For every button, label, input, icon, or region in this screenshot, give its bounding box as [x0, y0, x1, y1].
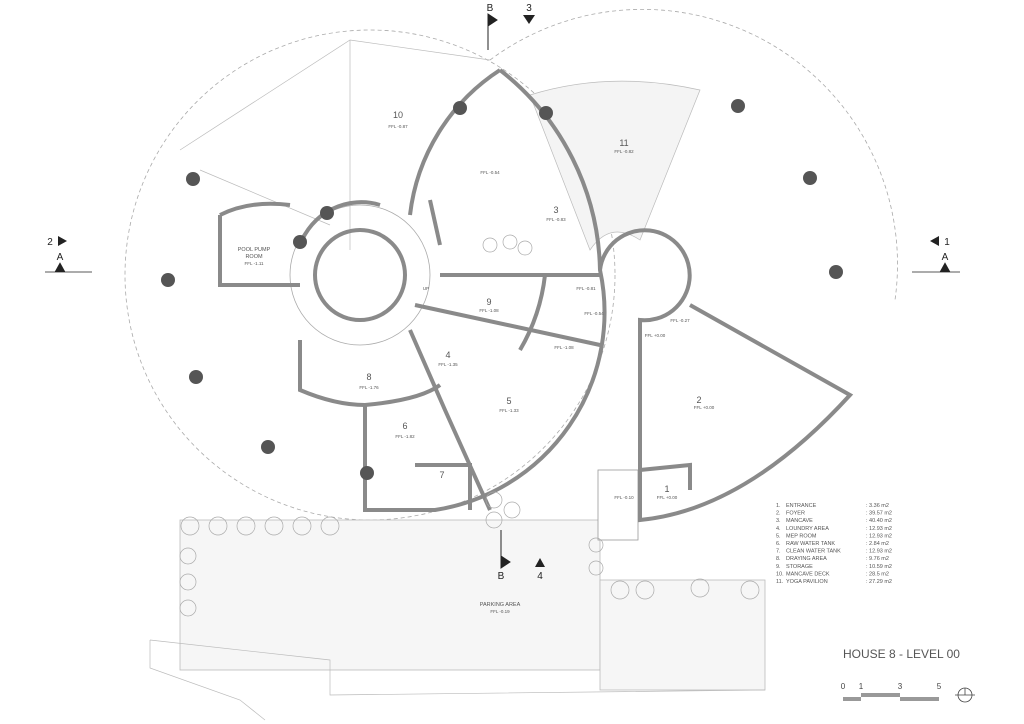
legend-room-name: MEP ROOM	[786, 533, 817, 539]
section-a-right: A	[942, 252, 949, 263]
pool-pump-label: ROOM	[245, 254, 263, 260]
section-b-bottom: B	[498, 571, 505, 582]
site-outlines	[124, 9, 898, 521]
columns	[161, 99, 843, 480]
legend-number: 5.	[776, 533, 781, 539]
room-number: 7	[439, 470, 444, 480]
legend-room-name: FOYER	[786, 511, 805, 517]
room-number: 5	[506, 396, 511, 406]
stair-ffl: FFL +0.00	[645, 333, 666, 338]
legend-area: : 9.76 m2	[866, 556, 889, 562]
legend-area: : 40.40 m2	[866, 518, 892, 524]
room-ffl: FFL -0.82	[614, 149, 634, 154]
room-ffl: FFL -1.35	[438, 362, 458, 367]
room-ffl: FFL -1.08	[479, 308, 499, 313]
room-labels: 10 FFL -0.87 11 FFL -0.82 FFL -0.54 3 FF…	[238, 110, 715, 614]
room-number: 6	[402, 421, 407, 431]
section-4-bottom: 4	[537, 571, 543, 582]
room-ffl: FFL -0.10	[614, 495, 634, 500]
legend-number: 10.	[776, 571, 784, 577]
stair-ffl: FFL -0.81	[576, 286, 596, 291]
legend-area: : 12.93 m2	[866, 549, 892, 555]
legend-number: 9.	[776, 564, 781, 570]
legend-area: : 12.93 m2	[866, 533, 892, 539]
legend-room-name: DRAYING AREA	[786, 556, 827, 562]
legend-area: : 10.59 m2	[866, 564, 892, 570]
legend-area: : 28.5 m2	[866, 571, 889, 577]
section-2-left: 2	[47, 237, 53, 248]
stair-ffl: FFL -0.54	[584, 311, 604, 316]
legend-area: : 12.93 m2	[866, 526, 892, 532]
legend-number: 7.	[776, 549, 781, 555]
room-number: 10	[393, 110, 403, 120]
room-number: 2	[696, 395, 701, 405]
legend-number: 1.	[776, 503, 781, 509]
scale-segment	[861, 693, 900, 697]
legend-number: 3.	[776, 518, 781, 524]
legend-number: 4.	[776, 526, 781, 532]
scale-tick-label: 3	[898, 682, 903, 691]
scale-bar: 0 1 3 5	[841, 682, 942, 701]
legend-room-name: MANCAVE DECK	[786, 571, 830, 577]
section-3-top: 3	[526, 3, 532, 14]
parking-area	[149, 469, 766, 721]
plan-title: HOUSE 8 - LEVEL 00	[843, 647, 960, 661]
stair-ffl: FFL -0.27	[670, 318, 690, 323]
room-number: 8	[366, 372, 371, 382]
legend-number: 11.	[776, 579, 784, 585]
scale-tick-label: 5	[937, 682, 942, 691]
section-a-left: A	[57, 252, 64, 263]
room-number: 11	[619, 138, 628, 148]
room-ffl: FFL +0.00	[694, 405, 715, 410]
room-ffl: FFL -0.83	[546, 217, 566, 222]
room-ffl: FFL -0.87	[388, 124, 408, 129]
legend-area: : 27.29 m2	[866, 579, 892, 585]
legend-number: 6.	[776, 541, 781, 547]
room-number: 4	[445, 350, 450, 360]
planting	[179, 234, 760, 617]
legend-room-name: CLEAN WATER TANK	[786, 549, 841, 555]
scale-tick-label: 0	[841, 682, 846, 691]
room-ffl: FFL -1.11	[244, 261, 264, 266]
room-ffl: FFL -1.82	[395, 434, 415, 439]
legend-room-name: ENTRANCE	[786, 503, 817, 509]
scale-segment	[900, 697, 939, 701]
section-1-right: 1	[944, 237, 950, 248]
north-arrow-icon	[955, 687, 975, 703]
legend-room-name: MANCAVE	[786, 518, 813, 524]
room-legend: 1. ENTRANCE : 3.36 m2 2. FOYER : 39.57 m2 3. MA…	[776, 503, 892, 585]
legend-area: : 39.57 m2	[866, 511, 892, 517]
legend-room-name: RAW WATER TANK	[786, 541, 835, 547]
legend-room-name: STORAGE	[786, 564, 813, 570]
scale-tick-label: 1	[859, 682, 864, 691]
parking-label: PARKING AREA	[480, 602, 521, 608]
legend-area: : 2.84 m2	[866, 541, 889, 547]
room-ffl: FFL +0.00	[657, 495, 678, 500]
parking-ffl: FFL -0.19	[490, 609, 510, 614]
walls	[218, 68, 854, 523]
stair-up: UP	[423, 286, 429, 291]
room-ffl: FFL -1.08	[554, 345, 574, 350]
section-b-top: B	[487, 3, 494, 14]
room-number: 1	[664, 484, 669, 494]
legend-room-name: YOGA PAVILION	[786, 579, 828, 585]
legend-number: 8.	[776, 556, 781, 562]
legend-number: 2.	[776, 511, 781, 517]
room-number: 3	[553, 205, 558, 215]
room-ffl: FFL -0.54	[480, 170, 500, 175]
yoga-deck-hatch	[529, 80, 701, 251]
room-ffl: FFL -1.33	[499, 408, 519, 413]
legend-area: : 3.36 m2	[866, 503, 889, 509]
pool-pump-label: POOL PUMP	[238, 247, 271, 253]
room-ffl: FFL -1.76	[359, 385, 379, 390]
section-markers: B 3 2 A 1 A B 4	[45, 3, 960, 582]
legend-room-name: LOUNDRY AREA	[786, 526, 829, 532]
room-number: 9	[486, 297, 491, 307]
scale-segment	[843, 697, 861, 701]
